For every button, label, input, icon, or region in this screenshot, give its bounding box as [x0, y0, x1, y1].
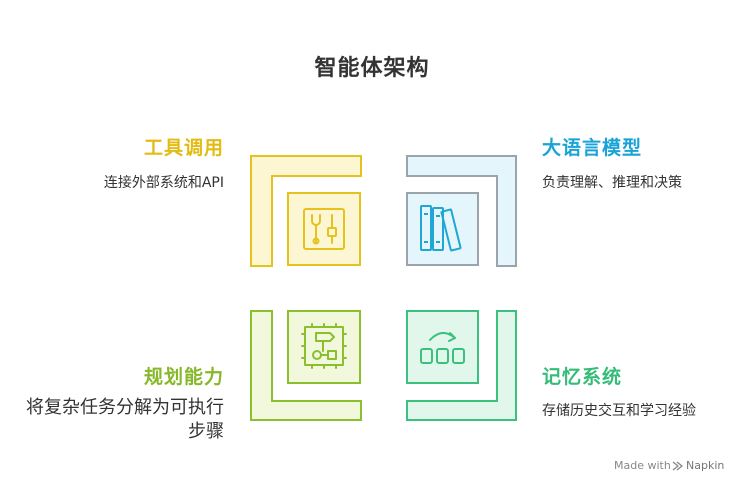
- flowchart-icon: [301, 323, 347, 369]
- llm-frame: [406, 155, 517, 267]
- page-title: 智能体架构: [314, 56, 430, 81]
- planning-quadrant: [250, 310, 362, 421]
- planning-frame: [250, 310, 362, 421]
- memory-icon-box: [406, 310, 479, 384]
- watermark-brand: Napkin: [686, 459, 725, 472]
- tool-icon-box: [287, 192, 361, 266]
- books-icon: [420, 205, 462, 252]
- napkin-logo-icon: [672, 461, 683, 471]
- llm-description: 负责理解、推理和决策: [542, 175, 682, 191]
- tool-title: 工具调用: [143, 137, 224, 159]
- llm-title: 大语言模型: [542, 137, 643, 159]
- memory-title: 记忆系统: [542, 366, 623, 388]
- wrench-sliders-icon: [303, 208, 345, 250]
- watermark-prefix: Made with: [614, 459, 671, 472]
- memory-quadrant: [406, 310, 517, 421]
- memory-frame: [406, 310, 517, 421]
- tool-description: 连接外部系统和API: [103, 175, 224, 191]
- memory-blocks-icon: [420, 332, 465, 364]
- planning-title: 规划能力: [143, 366, 224, 388]
- watermark: Made with: [614, 459, 671, 472]
- tool-quadrant: [250, 155, 362, 267]
- planning-description: 将复杂任务分解为可执行步骤: [26, 397, 224, 442]
- llm-quadrant: [406, 155, 517, 267]
- watermark-brand-wrap: Napkin: [686, 459, 724, 472]
- tool-frame: [250, 155, 362, 267]
- memory-description: 存储历史交互和学习经验: [542, 403, 696, 419]
